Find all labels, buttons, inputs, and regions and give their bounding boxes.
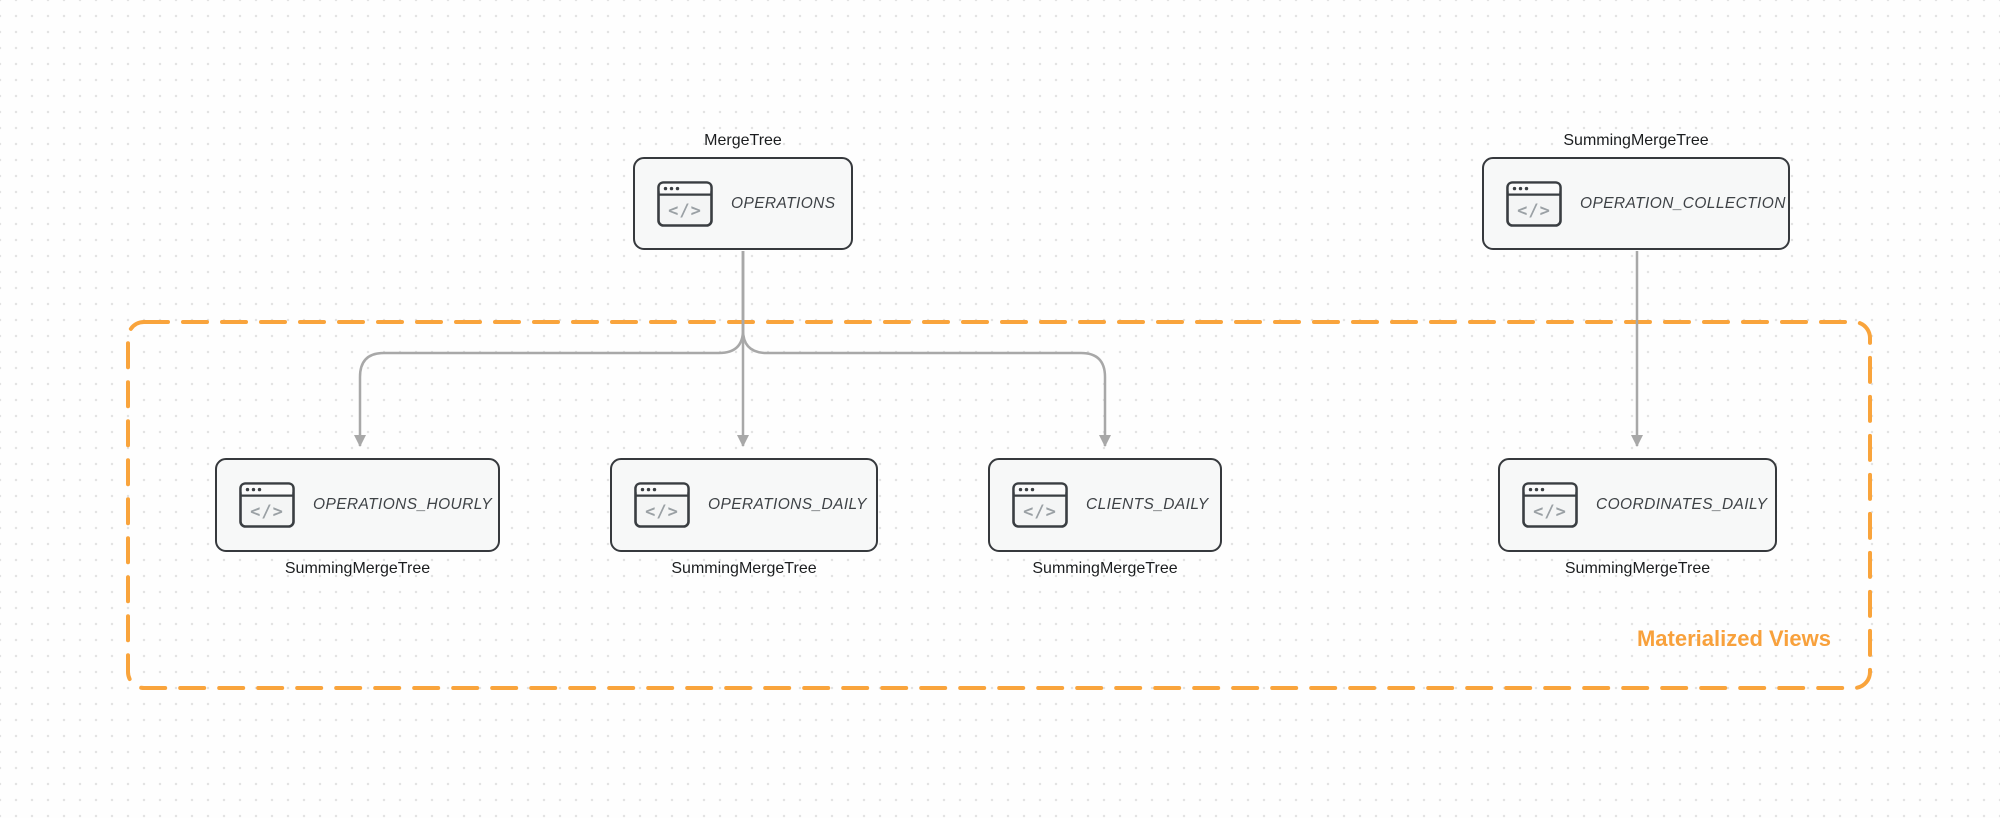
svg-text:</>: </> [1517, 201, 1551, 221]
engine-label: SummingMergeTree [1564, 560, 1711, 577]
table-name: OPERATIONS [731, 194, 836, 212]
table-name: OPERATIONS_HOURLY [313, 496, 493, 513]
table-node-operations-daily: </> OPERATIONS_DAILY SummingMergeTree [610, 458, 878, 577]
svg-text:</>: </> [1533, 502, 1567, 522]
code-window-icon: </> [1522, 482, 1578, 528]
table-name: COORDINATES_DAILY [1596, 496, 1768, 513]
table-node-box[interactable]: </> OPERATIONS_DAILY [610, 458, 878, 552]
table-node-box[interactable]: </> OPERATION_COLLECTION [1482, 157, 1790, 250]
code-window-icon: </> [1012, 482, 1068, 528]
svg-text:</>: </> [1023, 502, 1057, 522]
materialized-views-group-label: Materialized Views [1636, 626, 1831, 651]
table-node-box[interactable]: </> CLIENTS_DAILY [988, 458, 1222, 552]
table-node-clients-daily: </> CLIENTS_DAILY SummingMergeTree [988, 458, 1222, 577]
code-window-icon: </> [1506, 180, 1562, 227]
svg-text:</>: </> [668, 201, 702, 221]
table-node-box[interactable]: </> OPERATIONS_HOURLY [215, 458, 500, 552]
svg-text:</>: </> [645, 502, 679, 522]
materialized-views-group-border [126, 320, 1872, 690]
code-window-icon: </> [657, 180, 713, 227]
edge-operations-to-clients-daily [741, 251, 1111, 447]
table-node-operations: MergeTree </> OPERATIONS [633, 132, 853, 250]
engine-label: SummingMergeTree [671, 560, 817, 577]
code-window-icon: </> [239, 482, 295, 528]
engine-label: SummingMergeTree [1032, 560, 1178, 577]
table-node-operations-hourly: </> OPERATIONS_HOURLY SummingMergeTree [215, 458, 500, 577]
engine-label: SummingMergeTree [284, 560, 431, 577]
table-node-box[interactable]: </> COORDINATES_DAILY [1498, 458, 1777, 552]
table-node-box[interactable]: </> OPERATIONS [633, 157, 853, 250]
table-name: OPERATIONS_DAILY [708, 496, 867, 513]
code-window-icon: </> [634, 482, 690, 528]
svg-text:</>: </> [250, 502, 284, 522]
table-name: CLIENTS_DAILY [1086, 496, 1209, 513]
engine-label: SummingMergeTree [1563, 132, 1709, 149]
table-node-operation-collection: SummingMergeTree </> OPERATION_COLLECTIO… [1482, 132, 1790, 250]
edge-operations-to-operations-hourly [354, 251, 745, 447]
table-name: OPERATION_COLLECTION [1580, 194, 1786, 212]
table-node-coordinates-daily: </> COORDINATES_DAILY SummingMergeTree [1498, 458, 1777, 577]
engine-label: MergeTree [704, 132, 782, 149]
